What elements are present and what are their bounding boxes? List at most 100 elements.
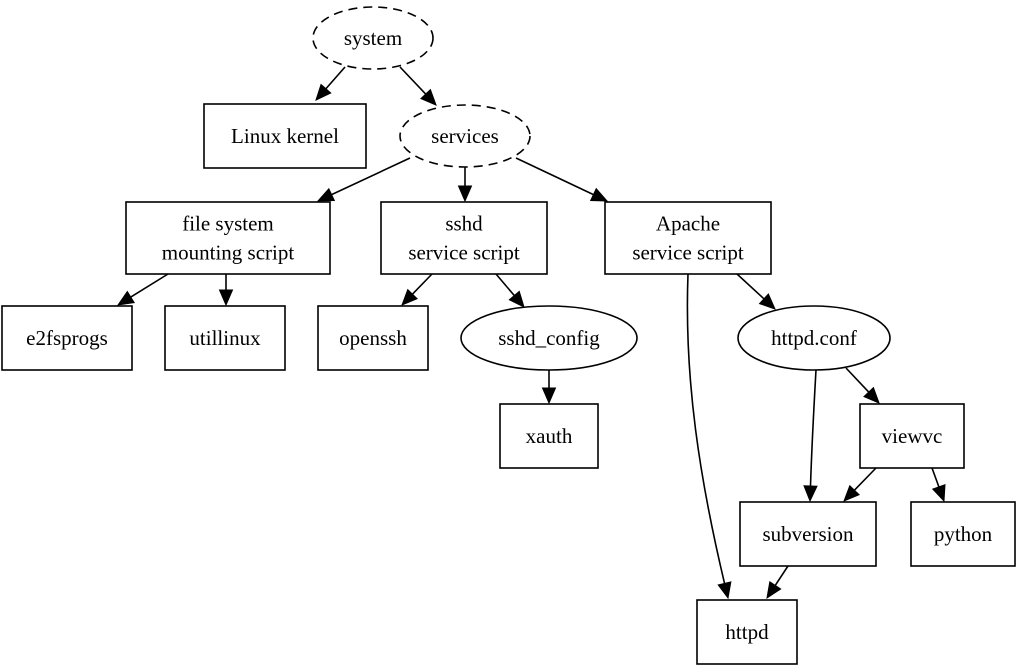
node-sshd-script: sshd service script [380,201,548,275]
edge-httpd-conf-to-subversion-arrowhead [803,485,818,503]
edge-fs-script-to-e2fsprogs [116,273,169,306]
edge-viewvc-to-python [931,467,946,503]
edge-services-to-fs-script-arrowhead [316,187,336,202]
node-sshd-config-label: sshd_config [498,326,600,350]
node-apache-script: Apache service script [604,201,772,275]
edge-services-to-sshd-script-arrowhead [457,185,473,203]
node-sshd-script-label-line-2: service script [408,241,520,265]
node-xauth-box [499,403,599,469]
edge-services-to-fs-script [316,157,411,202]
edge-viewvc-to-python-line [931,467,940,488]
node-xauth-label: xauth [526,424,573,448]
node-apache-script-box [604,201,772,275]
node-viewvc: viewvc [859,403,965,469]
node-system-ellipse [312,6,434,70]
edge-system-to-linux-kernel-line [325,66,346,90]
node-system-label: system [344,26,402,50]
node-sshd-script-box [380,201,548,275]
edge-viewvc-to-subversion [843,467,877,502]
node-e2fsprogs-box [1,305,133,371]
node-sshd-config-ellipse [460,305,638,371]
node-utillinux-label: utillinux [189,326,261,350]
edge-system-to-linux-kernel [315,66,346,101]
edge-fs-script-to-utillinux-arrowhead [218,289,234,307]
node-services: services [399,104,531,168]
node-e2fsprogs-label: e2fsprogs [26,326,108,350]
node-linux-kernel-box [203,103,367,169]
edge-services-to-sshd-script [457,167,473,203]
edge-apache-script-to-httpd-arrowhead [717,581,732,600]
node-httpd: httpd [696,599,798,665]
edge-services-to-fs-script-line [331,157,411,196]
node-fs-script-label-line-1: file system [182,212,274,236]
node-services-ellipse [399,104,531,168]
edge-viewvc-to-subversion-line [853,467,877,491]
node-httpd-conf: httpd.conf [737,305,891,371]
node-openssh-label: openssh [339,326,407,350]
node-subversion-box [739,501,877,567]
node-sshd-config: sshd_config [460,305,638,371]
node-linux-kernel: Linux kernel [203,103,367,169]
edge-fs-script-to-e2fsprogs-line [130,273,169,298]
edges-layer [116,66,946,600]
node-viewvc-box [859,403,965,469]
node-sshd-script-label-line-1: sshd [445,212,483,236]
edge-httpd-conf-to-viewvc [845,367,880,404]
edge-services-to-apache-script-line [515,157,594,196]
node-openssh: openssh [317,305,429,371]
edge-apache-script-to-httpd [686,273,732,600]
edge-apache-script-to-httpd-conf-arrowhead [758,293,776,310]
edge-services-to-apache-script [515,157,609,202]
edge-sshd-script-to-sshd-config-arrowhead [508,290,525,308]
node-apache-script-label-line-1: Apache [656,212,720,236]
edge-system-to-linux-kernel-arrowhead [315,83,332,101]
edge-subversion-to-httpd-arrowhead [766,581,782,600]
edge-sshd-config-to-xauth-arrowhead [541,387,557,405]
node-xauth: xauth [499,403,599,469]
node-viewvc-label: viewvc [882,424,943,448]
edge-httpd-conf-to-subversion [803,369,818,503]
node-utillinux: utillinux [164,305,286,371]
node-python-label: python [934,522,993,546]
node-system: system [312,6,434,70]
node-openssh-box [317,305,429,371]
edge-httpd-conf-to-viewvc-line [845,367,870,393]
edge-httpd-conf-to-subversion-line [809,369,817,487]
edge-system-to-services-line [399,66,427,95]
node-fs-script-box [125,201,331,275]
node-subversion-label: subversion [763,522,854,546]
edge-system-to-services-arrowhead [420,88,437,106]
node-linux-kernel-label: Linux kernel [231,124,339,148]
edge-fs-script-to-e2fsprogs-arrowhead [116,290,135,306]
node-apache-script-label-line-2: service script [632,241,744,265]
edge-apache-script-to-httpd-line [686,273,726,584]
node-utillinux-box [164,305,286,371]
edge-system-to-services [399,66,437,106]
edge-viewvc-to-subversion-arrowhead [843,484,861,502]
node-services-label: services [431,124,499,148]
edge-fs-script-to-utillinux [218,274,234,307]
edge-sshd-script-to-openssh-line [411,273,433,295]
edge-subversion-to-httpd-line [774,565,789,586]
edge-services-to-apache-script-arrowhead [589,187,609,202]
edge-sshd-script-to-sshd-config-line [495,273,515,297]
node-fs-script: file system mounting script [125,201,331,275]
node-httpd-conf-ellipse [737,305,891,371]
node-python: python [910,501,1016,567]
edge-viewvc-to-python-arrowhead [931,483,946,503]
edge-sshd-script-to-sshd-config [495,273,525,308]
edge-sshd-config-to-xauth [541,370,557,405]
edge-apache-script-to-httpd-conf-line [736,273,765,300]
edge-sshd-script-to-openssh-arrowhead [401,288,418,306]
node-e2fsprogs: e2fsprogs [1,305,133,371]
edge-httpd-conf-to-viewvc-arrowhead [863,386,880,404]
node-subversion: subversion [739,501,877,567]
node-python-box [910,501,1016,567]
node-httpd-conf-label: httpd.conf [771,326,857,350]
edge-sshd-script-to-openssh [401,273,433,306]
node-httpd-box [696,599,798,665]
node-fs-script-label-line-2: mounting script [162,241,295,265]
edge-apache-script-to-httpd-conf [736,273,776,310]
